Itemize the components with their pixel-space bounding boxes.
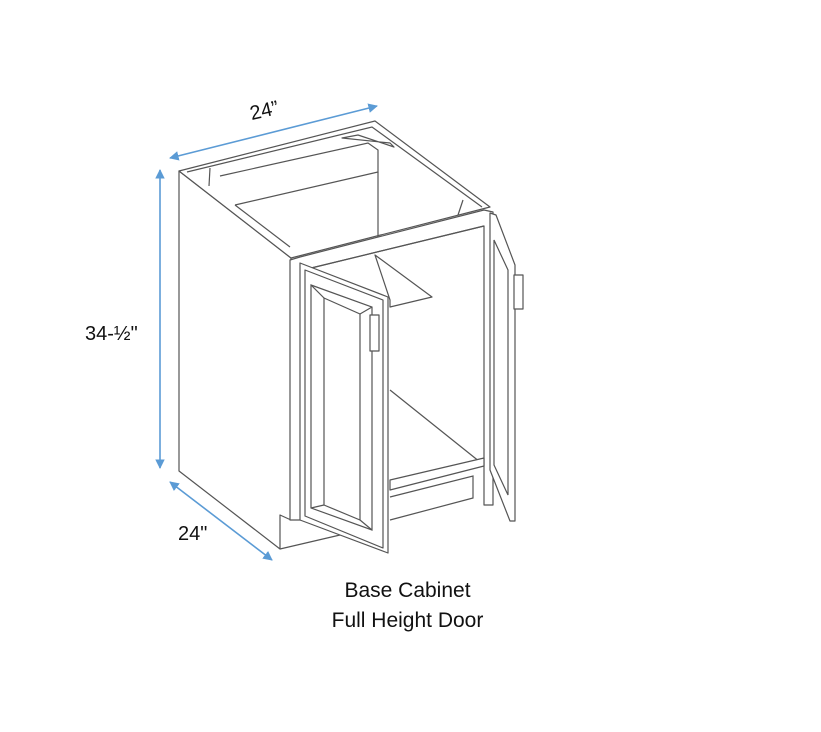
caption-title: Base Cabinet (344, 579, 471, 602)
cabinet-interior (279, 254, 485, 550)
caption-subtitle: Full Height Door (331, 609, 484, 632)
right-door-handle (513, 274, 524, 310)
right-door-open (489, 212, 524, 522)
width-dimension-arrow (169, 103, 378, 161)
face-frame (289, 209, 494, 521)
left-door-open (299, 262, 389, 554)
height-label: 34-½" (85, 323, 138, 345)
depth-label: 24" (178, 523, 208, 545)
depth-dimension-arrow (169, 481, 273, 561)
left-door-handle (369, 314, 380, 352)
